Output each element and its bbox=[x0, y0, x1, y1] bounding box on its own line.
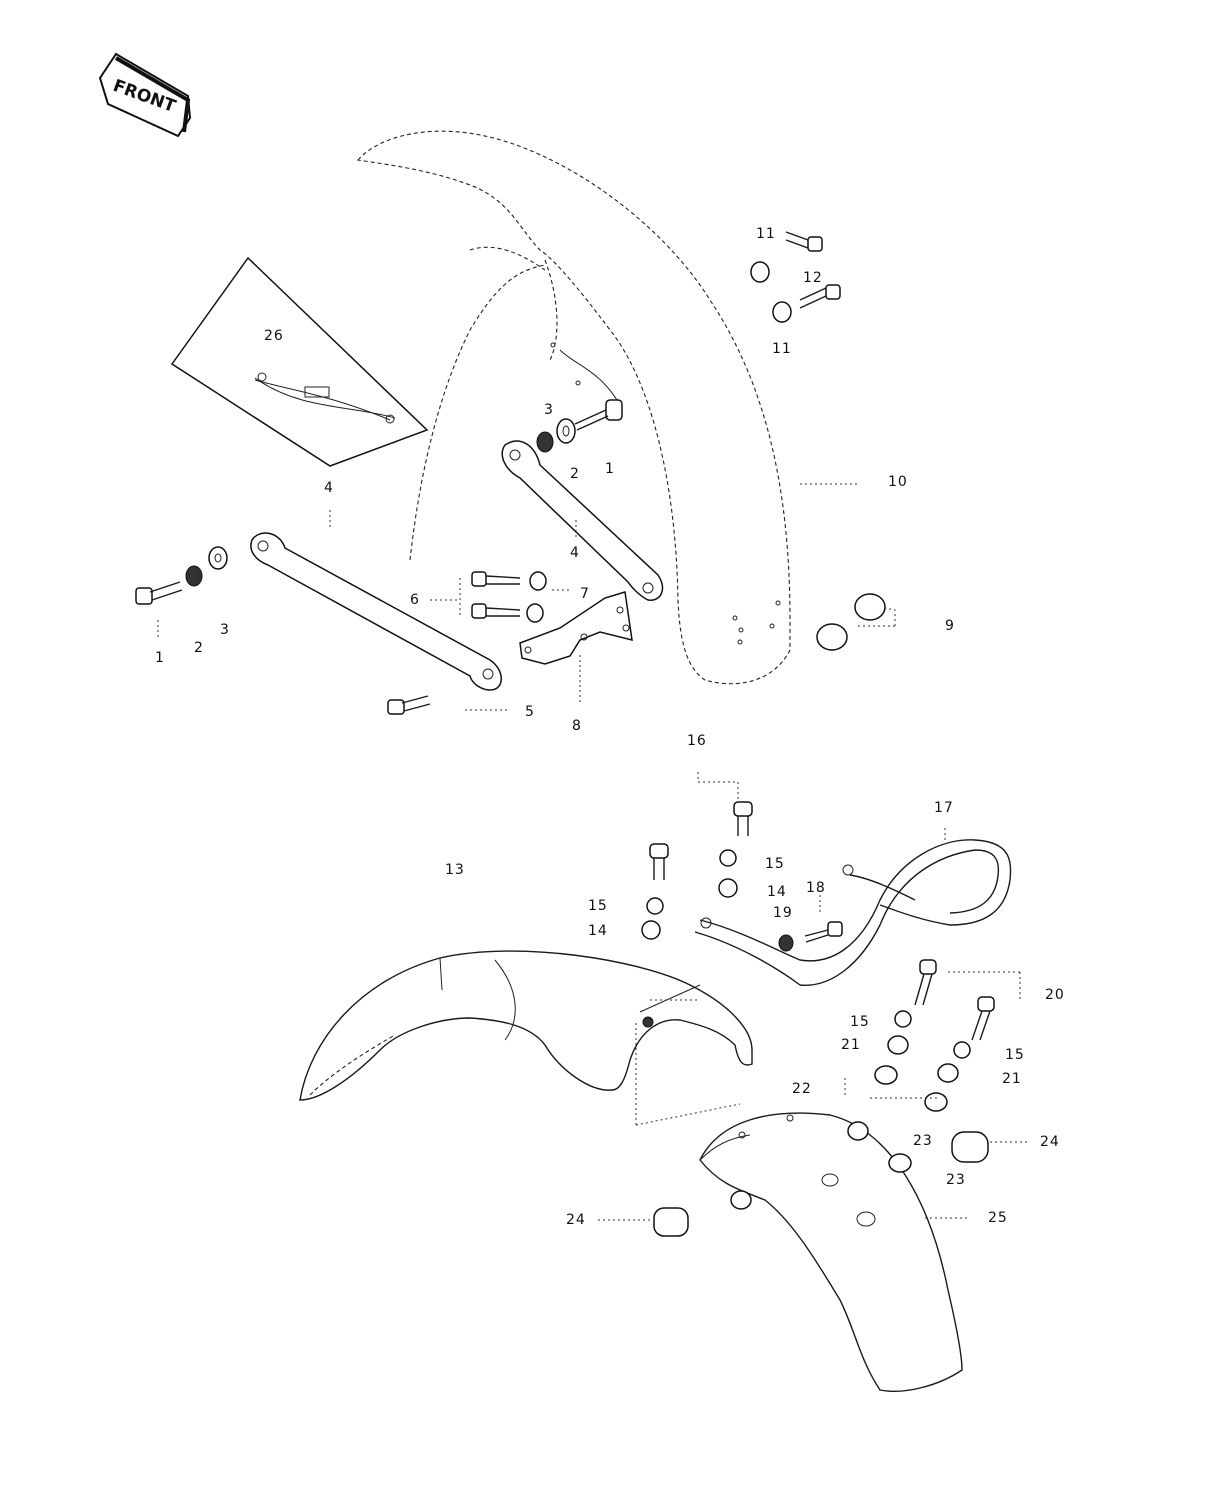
cushion-icon bbox=[653, 1131, 989, 1237]
callout-6: 6 bbox=[410, 592, 420, 608]
washer-icon bbox=[208, 546, 228, 570]
callout-24: 24 bbox=[566, 1212, 586, 1228]
front-fender-part bbox=[356, 130, 791, 685]
grommet-icon bbox=[874, 1035, 959, 1112]
callout-5: 5 bbox=[525, 704, 535, 720]
callout-21: 21 bbox=[841, 1037, 861, 1053]
callout-25: 25 bbox=[988, 1210, 1008, 1226]
callout-1: 1 bbox=[155, 650, 165, 666]
callout-15: 15 bbox=[1005, 1047, 1025, 1063]
callout-14: 14 bbox=[588, 923, 608, 939]
callout-13: 13 bbox=[445, 862, 465, 878]
callout-19: 19 bbox=[773, 905, 793, 921]
bolt-icon bbox=[387, 695, 431, 715]
callout-23: 23 bbox=[913, 1133, 933, 1149]
callout-11: 11 bbox=[772, 341, 792, 357]
callout-9: 9 bbox=[945, 618, 955, 634]
callout-15: 15 bbox=[588, 898, 608, 914]
callout-4: 4 bbox=[324, 480, 334, 496]
callout-1: 1 bbox=[605, 461, 615, 477]
callout-22: 22 bbox=[792, 1081, 812, 1097]
callout-8: 8 bbox=[572, 718, 582, 734]
callout-12: 12 bbox=[803, 270, 823, 286]
callout-17: 17 bbox=[934, 800, 954, 816]
bolt-icon bbox=[574, 399, 623, 431]
lock-washer-icon bbox=[185, 565, 203, 587]
callout-3: 3 bbox=[220, 622, 230, 638]
mud-flap-part bbox=[170, 256, 429, 467]
bolt-icon bbox=[471, 571, 521, 619]
rear-fender-part bbox=[699, 1112, 963, 1392]
callout-3: 3 bbox=[544, 402, 554, 418]
callout-18: 18 bbox=[806, 880, 826, 896]
lock-washer-icon bbox=[646, 849, 971, 1059]
callout-15: 15 bbox=[850, 1014, 870, 1030]
callout-14: 14 bbox=[767, 884, 787, 900]
callout-16: 16 bbox=[687, 733, 707, 749]
fender-stay-part bbox=[250, 440, 664, 691]
fender-support-part bbox=[694, 839, 1012, 986]
lock-washer-icon bbox=[536, 431, 554, 453]
callout-15: 15 bbox=[765, 856, 785, 872]
callout-7: 7 bbox=[580, 586, 590, 602]
front-direction-arrow-icon: FRONT bbox=[98, 52, 192, 138]
callout-24: 24 bbox=[1040, 1134, 1060, 1150]
collar-icon bbox=[847, 1121, 912, 1173]
nut-icon bbox=[750, 261, 792, 323]
bolt-icon bbox=[649, 801, 995, 1041]
bolt-icon bbox=[135, 581, 183, 605]
callout-2: 2 bbox=[570, 466, 580, 482]
washer-icon bbox=[556, 418, 576, 444]
callout-4: 4 bbox=[570, 545, 580, 561]
callout-23: 23 bbox=[946, 1172, 966, 1188]
callout-10: 10 bbox=[888, 474, 908, 490]
callout-2: 2 bbox=[194, 640, 204, 656]
bolt-icon bbox=[785, 231, 841, 309]
callout-20: 20 bbox=[1045, 987, 1065, 1003]
callout-11: 11 bbox=[756, 226, 776, 242]
lower-fender-part bbox=[299, 950, 753, 1101]
callout-26: 26 bbox=[264, 328, 284, 344]
fender-bracket-part bbox=[519, 591, 633, 665]
washer-icon bbox=[526, 571, 547, 623]
callout-21: 21 bbox=[1002, 1071, 1022, 1087]
cap-nut-icon bbox=[816, 593, 886, 651]
nut-icon bbox=[641, 878, 794, 952]
